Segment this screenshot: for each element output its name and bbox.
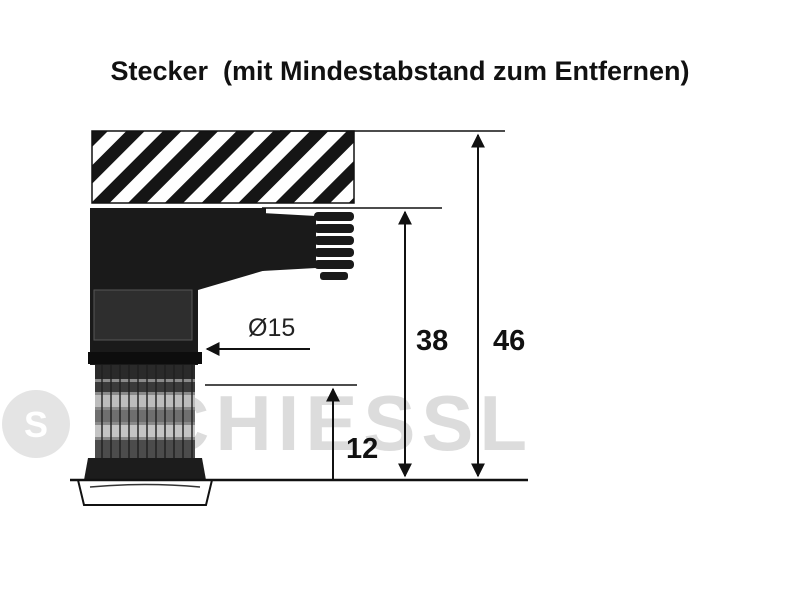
dimension-label-12: 12 — [346, 433, 378, 465]
watermark-logo-letter: S — [24, 404, 48, 445]
extension-lines — [205, 130, 505, 386]
socket-base — [76, 458, 214, 506]
diagram-title: Stecker (mit Mindestabstand zum Entferne… — [110, 56, 690, 86]
dimension-label-38: 38 — [416, 325, 448, 357]
coupling-nut — [95, 365, 195, 461]
diameter-label: Ø15 — [248, 314, 295, 342]
removal-clearance-zone — [91, 130, 355, 204]
connector-housing — [88, 208, 354, 365]
dimension-label-46: 46 — [493, 325, 525, 357]
watermark: S SCHIESSL — [2, 379, 527, 467]
watermark-logo-icon — [2, 390, 70, 458]
